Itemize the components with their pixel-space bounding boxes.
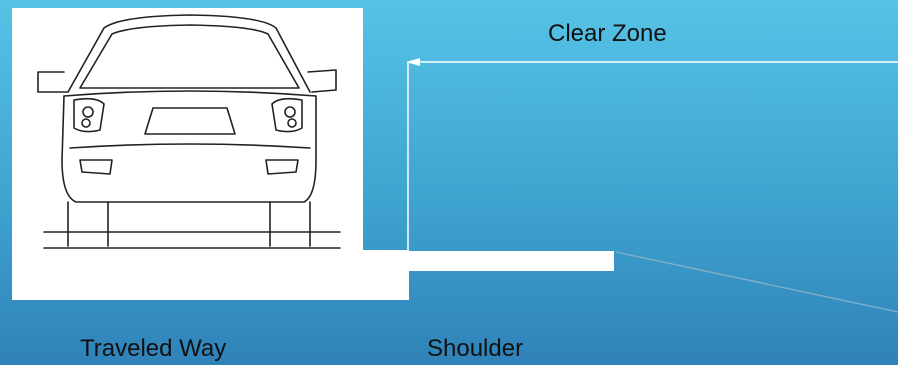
car-headlight-left-bulb-2 — [82, 119, 90, 127]
car-foglight-left — [80, 160, 112, 174]
shoulder-label: Shoulder — [427, 337, 523, 361]
car-bumper-line — [70, 144, 310, 148]
car-windshield — [80, 25, 299, 88]
clear-zone-indicator — [406, 58, 898, 252]
car-lower-body — [68, 202, 310, 246]
car-foglight-right — [266, 160, 298, 174]
car-license-plate — [145, 108, 235, 134]
traveled-way-label: Traveled Way — [80, 337, 226, 361]
clear-zone-label: Clear Zone — [548, 22, 667, 46]
car-headlight-right-bulb-2 — [288, 119, 296, 127]
car-headlight-right-bulb — [285, 107, 295, 117]
car-drawing — [38, 15, 340, 248]
car-headlight-left-bulb — [83, 107, 93, 117]
car-roof — [68, 15, 310, 92]
car-mirror-right — [308, 70, 336, 92]
car-body — [62, 96, 316, 202]
car-mirror-left — [38, 72, 67, 92]
slope-line — [616, 252, 898, 312]
car-hood — [64, 91, 316, 96]
